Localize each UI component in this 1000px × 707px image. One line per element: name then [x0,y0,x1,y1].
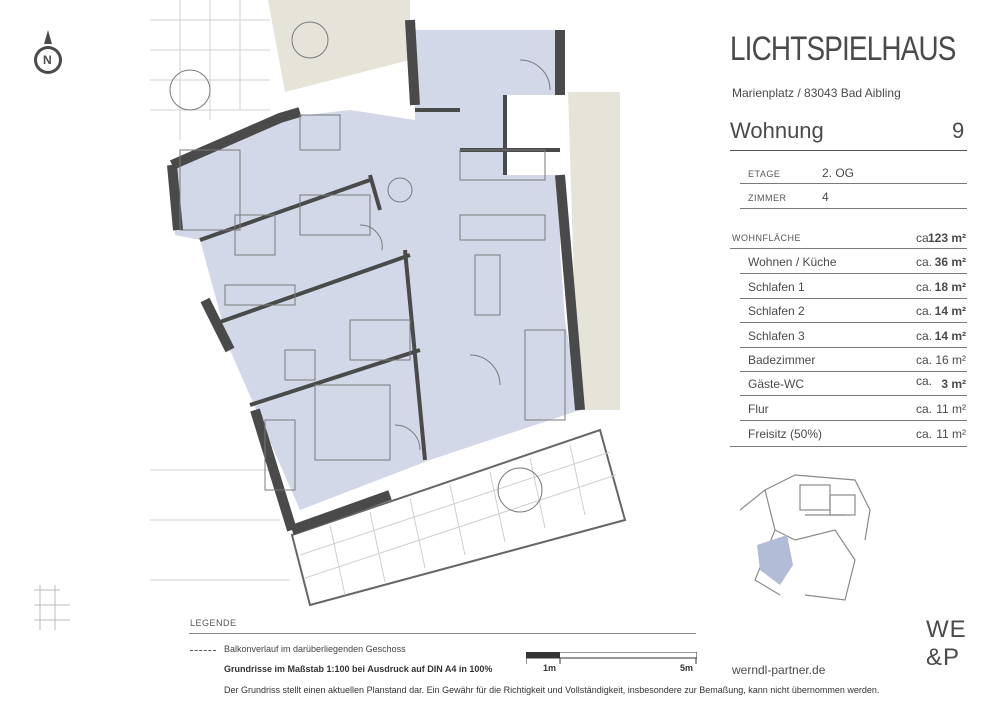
scale-label-1m: 1m [543,663,557,673]
meta-value-zimmer: 4 [822,190,829,204]
area-total-value: 123 m² [927,231,966,245]
wep-logo: WE &P [926,616,970,676]
compass-letter: N [43,53,52,67]
scale-bar [526,652,697,664]
website-link[interactable]: werndl-partner.de [732,663,826,677]
room-ca: ca. [916,304,933,318]
room-ca: ca. [916,374,933,388]
room-ca: ca. [916,280,933,294]
floor-plan [34,0,627,630]
room-value: 11 m² [936,402,966,416]
room-label: Freisitz (50%) [748,427,823,441]
brand-address: Marienplatz / 83043 Bad Aibling [732,86,901,100]
room-ca: ca. [916,427,933,441]
logo-line1: WE [926,616,967,643]
meta-key-etage: ETAGE [748,169,781,179]
room-ca: ca. [916,402,933,416]
balcony-dash-line [190,650,216,651]
room-label: Schlafen 1 [748,280,805,294]
meta-value-etage: 2. OG [822,166,855,180]
room-value: 14 m² [934,329,966,343]
room-label: Badezimmer [748,353,816,367]
room-ca: ca. [916,329,933,343]
unit-label: Wohnung [730,118,824,143]
room-value: 36 m² [934,255,966,269]
scale-label-5m: 5m [680,663,694,673]
room-label: Schlafen 2 [748,304,805,318]
room-value: 3 m² [941,377,966,391]
legend-title: LEGENDE [190,618,237,628]
room-ca: ca. [916,255,933,269]
legend-scale-text: Grundrisse im Maßstab 1:100 bei Ausdruck… [224,664,493,674]
room-label: Gäste-WC [748,377,805,391]
unit-number: 9 [952,118,965,143]
room-label: Flur [748,402,769,416]
disclaimer-text: Der Grundriss stellt einen aktuellen Pla… [224,685,880,695]
compass-icon [34,30,62,74]
logo-line2: &P [926,644,961,671]
area-total-ca: ca. [916,231,933,245]
room-value: 16 m² [935,353,966,367]
area-total-label: WOHNFLÄCHE [732,233,802,243]
brand-name: LICHTSPIELHAUS [730,30,956,68]
room-value: 18 m² [934,280,966,294]
room-ca: ca. [916,353,933,367]
legend-balcony-text: Balkonverlauf im darüberliegenden Gescho… [224,644,406,654]
room-value: 14 m² [934,304,966,318]
room-label: Schlafen 3 [748,329,805,343]
room-value: 11 m² [936,427,966,441]
meta-key-zimmer: ZIMMER [748,193,787,203]
room-label: Wohnen / Küche [748,255,837,269]
site-keyplan [739,474,871,601]
